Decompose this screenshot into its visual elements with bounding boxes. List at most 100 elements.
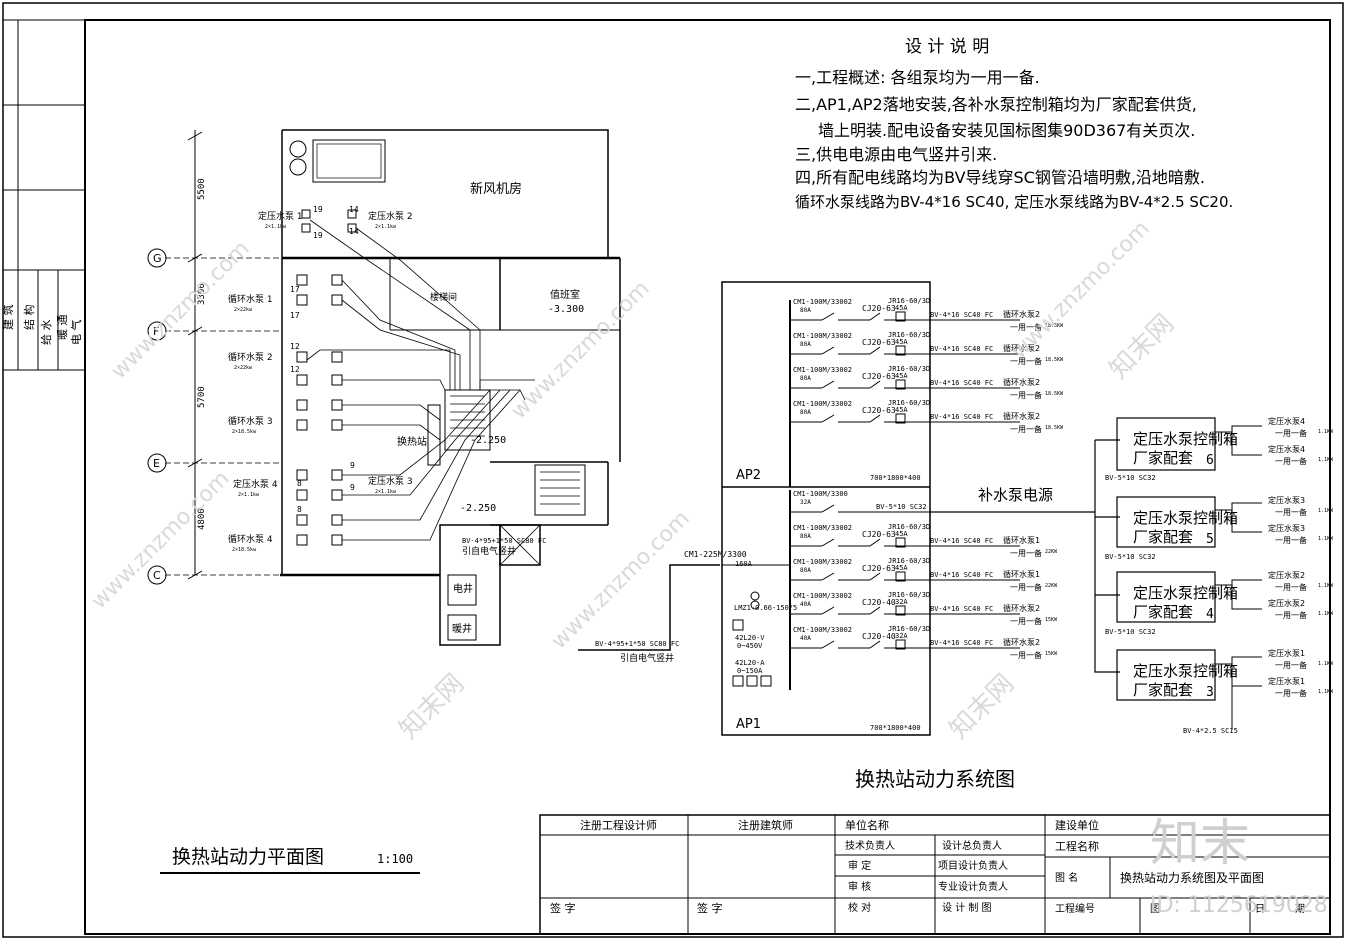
cb-out-kw-0-0: 1.1KW <box>1318 429 1334 435</box>
watermark-site-5: www.znzmo.com <box>547 506 695 654</box>
pump-2-sub: 2×1.1kw <box>375 224 397 230</box>
control-box-sub-0: 厂家配套 <box>1133 449 1193 467</box>
ap1-load-3: 循环水泵2 <box>1003 603 1040 613</box>
axis-label-c: C <box>153 569 161 582</box>
ap1-kw-1: 22KW <box>1045 549 1058 555</box>
shaft-heat: 暖井 <box>452 622 472 635</box>
strip-cell-4: 暖 通 <box>56 315 69 341</box>
ap1-size: 700*1800*400 <box>870 724 921 732</box>
watermark-cn-3: 知末网 <box>1104 309 1180 385</box>
ap1-relay-sym-1 <box>895 537 906 548</box>
axis-bubble-f <box>147 321 167 341</box>
ap2-cable-1: BV-4*16 SC40 FC <box>930 345 993 353</box>
axis-bubble-e <box>147 453 167 473</box>
ap2-cable-0: BV-4*16 SC40 FC <box>930 311 993 319</box>
ap1-contactor-sym-4 <box>869 640 881 649</box>
num-5: 17 <box>290 285 300 294</box>
control-box-title-0: 定压水泵控制箱 <box>1133 430 1238 448</box>
shaft-elec: 电井 <box>453 582 473 595</box>
tb-reg-architect: 注册建筑师 <box>738 818 793 832</box>
stair-label: 楼梯间 <box>430 291 457 303</box>
ap1-cable-3: BV-4*16 SC40 FC <box>930 605 993 613</box>
feeder-cable-label: BV-4*95+1*50 SC80 FC <box>595 640 679 648</box>
notes-line-4: 三,供电电源由电气竖井引来. <box>795 145 997 164</box>
ap2-breaker-sym-0 <box>821 312 835 321</box>
notes-line-1: 一,工程概述: 各组泵均为一用一备. <box>795 68 1040 87</box>
ap1-amp-1: 80A <box>800 533 811 540</box>
tb-drawn: 设 计 制 图 <box>942 901 992 914</box>
control-box-5 <box>1116 496 1216 548</box>
ap1-breaker-3: CM1-100M/33002 <box>793 592 852 600</box>
pump-6-name: 定压水泵 4 <box>233 478 278 490</box>
axis-label-g: G <box>153 252 162 265</box>
meter-v2: 0~450V <box>737 642 763 650</box>
system-title: 换热站动力系统图 <box>855 767 1015 791</box>
ap1-mode-1: 一用一备 <box>1010 548 1042 558</box>
ap2-amp-3: 80A <box>800 409 811 416</box>
ap2-kw-0: 18.5KW <box>1045 323 1064 329</box>
axis-bubble-c <box>147 565 167 585</box>
ap2-breaker-0: CM1-100M/33002 <box>793 298 852 306</box>
num-8: 12 <box>290 365 300 374</box>
feed-from: 引自电气竖井 <box>462 545 516 557</box>
watermark-brand: 知末 <box>1150 814 1250 872</box>
control-box-sub-2: 厂家配套 <box>1133 603 1193 621</box>
ap2-cable-3: BV-4*16 SC40 FC <box>930 413 993 421</box>
notes-line-6: 循环水泵线路为BV-4*16 SC40, 定压水泵线路为BV-4*2.5 SC2… <box>795 193 1233 211</box>
pump-5-name: 循环水泵 3 <box>228 415 273 427</box>
dim-3: 5700 <box>197 386 207 408</box>
plan-title-group: 换热站动力平面图 1:100 <box>160 846 420 874</box>
ap1-relay-sym-4 <box>895 639 906 650</box>
control-box-4 <box>1116 571 1216 623</box>
num-3: 19 <box>313 231 323 240</box>
pump-7-name: 定压水泵 3 <box>368 475 413 487</box>
meter-a: 42L20-A <box>735 659 765 667</box>
cb-out-kw-2-0: 1.1KW <box>1318 583 1334 589</box>
tb-reg-engineer: 注册工程设计师 <box>580 818 657 832</box>
ap2-ca-0: 45A <box>895 304 908 312</box>
meter-v: 42L20-V <box>735 634 765 642</box>
cb-out-kw-3-0: 1.1KW <box>1318 661 1334 667</box>
ap1-relay-1: JR16-60/3D <box>888 523 930 531</box>
ap1-contactor-3: CJ20-40 <box>862 598 896 607</box>
ap1-relay-sym-3 <box>895 605 906 616</box>
ap1-mode-4: 一用一备 <box>1010 650 1042 660</box>
ap1-ca-2: 45A <box>895 564 908 572</box>
elev-2: -2.250 <box>460 503 496 514</box>
tb-verify: 校 对 <box>848 901 871 914</box>
ap2-relay-1: JR16-60/3D <box>888 331 930 339</box>
tb-design-lead: 设计总负责人 <box>942 839 1002 852</box>
ap2-relay-sym-0 <box>895 311 906 322</box>
main-breaker: CM1-225M/3300 <box>684 550 747 559</box>
watermark-cn-2: 知末网 <box>944 669 1020 745</box>
notes-line-3: 墙上明装.配电设备安装见国标图集90D367有关页次. <box>818 121 1195 140</box>
ap1-load-2: 循环水泵1 <box>1003 569 1040 579</box>
num-7: 12 <box>290 342 300 351</box>
watermarks: www.znzmo.com www.znzmo.com www.znzmo.co… <box>87 216 1328 918</box>
control-box-title-3: 定压水泵控制箱 <box>1133 662 1238 680</box>
num-11: 8 <box>297 479 302 488</box>
ap1-contactor-2: CJ20-63 <box>862 564 896 573</box>
num-1: 19 <box>313 205 323 214</box>
main-breaker-a: 160A <box>735 560 753 568</box>
control-box-num-1: 5 <box>1206 532 1214 547</box>
ap2-cable-2: BV-4*16 SC40 FC <box>930 379 993 387</box>
notes-title: 设 计 说 明 <box>905 37 989 57</box>
notes-line-5: 四,所有配电线路均为BV导线穿SC钢管沿墙明敷,沿地暗敷. <box>795 168 1205 187</box>
tb-sign-2: 签 字 <box>697 901 723 915</box>
plan-scale: 1:100 <box>377 852 413 866</box>
tb-drawing-name: 换热站动力系统图及平面图 <box>1120 871 1264 885</box>
axis-label-f: F <box>153 325 159 338</box>
cb-out-mode-1-1: 一用一备 <box>1275 535 1307 545</box>
floor-plan <box>147 129 621 646</box>
watermark-site-4: www.znzmo.com <box>87 466 235 614</box>
ap1-contactor-sym-1 <box>869 538 881 547</box>
ap2-mode-0: 一用一备 <box>1010 322 1042 332</box>
ap1-breaker-1: CM1-100M/33002 <box>793 524 852 532</box>
ap2-size: 700*1800*400 <box>870 474 921 482</box>
ap2-ca-1: 45A <box>895 338 908 346</box>
ap1-load-4: 循环水泵2 <box>1003 637 1040 647</box>
cb-out-mode-0-1: 一用一备 <box>1275 456 1307 466</box>
ap2-breaker-sym-2 <box>821 380 835 389</box>
